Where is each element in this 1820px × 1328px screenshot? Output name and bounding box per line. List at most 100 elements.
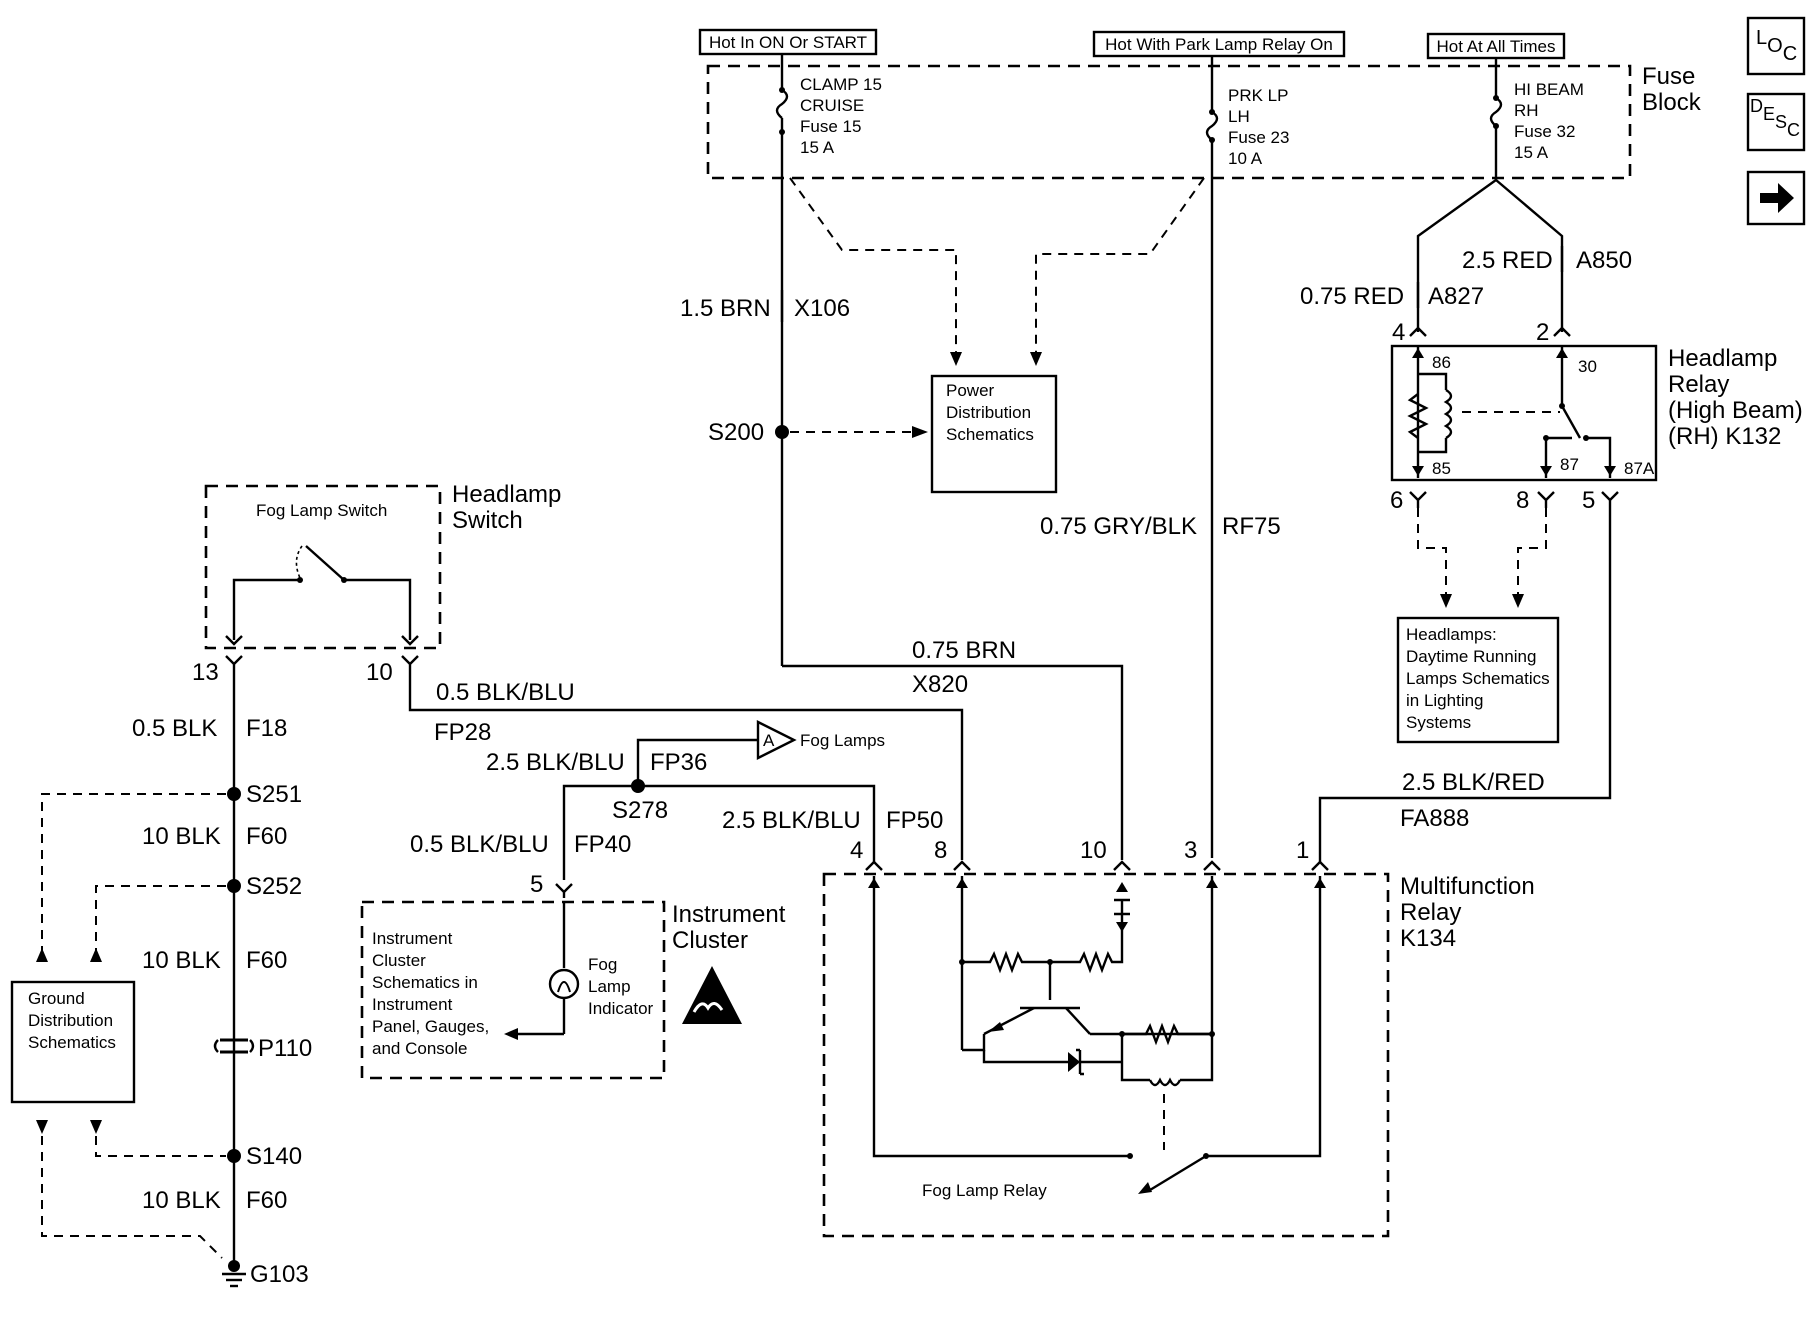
loc-icon: LOC — [1756, 27, 1797, 65]
next-button[interactable] — [1746, 170, 1806, 226]
wire-fp40-id: FP40 — [574, 831, 631, 858]
wire-a850-id: A850 — [1576, 247, 1632, 274]
header-hot-park-text: Hot With Park Lamp Relay On — [1105, 35, 1333, 54]
ic-ref-line-5: Panel, Gauges, — [372, 1017, 489, 1036]
power-distribution-line-1: Power — [946, 381, 995, 400]
k132-pin-87: 87 — [1560, 455, 1579, 474]
fuse-15-line-1: CLAMP 15 — [800, 75, 882, 94]
headlamp-relay-label-3: (High Beam) — [1668, 397, 1803, 424]
fuse-block-outline — [706, 64, 1632, 180]
fog-lamps-label: Fog Lamps — [800, 731, 885, 750]
esd-warning-icon — [682, 966, 742, 1024]
ic-ref-line-2: Cluster — [372, 951, 426, 970]
ground-distribution-line-1: Ground — [28, 989, 85, 1008]
ground-distribution-box[interactable]: Ground Distribution Schematics — [10, 980, 136, 1104]
fog-lamp-indicator — [548, 968, 580, 1000]
wire-a850-size: 2.5 RED — [1462, 247, 1553, 274]
header-hot-park: Hot With Park Lamp Relay On — [1092, 30, 1346, 58]
pin-sw-10: 10 — [366, 659, 393, 686]
pin-ic-5: 5 — [530, 871, 543, 898]
wire-fp28-id: FP28 — [434, 719, 491, 746]
connector-a-label: A — [763, 731, 775, 750]
splice-s140-label: S140 — [246, 1143, 302, 1170]
pin-k132-5: 5 — [1582, 487, 1595, 514]
fuse-23: PRK LP LH Fuse 23 10 A — [1205, 66, 1289, 168]
pin-k132-4: 4 — [1392, 319, 1405, 346]
wire-fp50-size: 2.5 BLK/BLU — [722, 807, 861, 834]
wire-fp36-id: FP36 — [650, 749, 707, 776]
pin-k134-4: 4 — [850, 837, 863, 864]
splice-s252 — [227, 879, 241, 893]
wire-a827-id: A827 — [1428, 283, 1484, 310]
multifunction-relay-label-2: Relay — [1400, 899, 1461, 926]
fog-lamp-indicator-label-2: Lamp — [588, 977, 631, 996]
splice-s200-label: S200 — [708, 419, 764, 446]
headlamps-drl-box[interactable]: Headlamps: Daytime Running Lamps Schemat… — [1396, 616, 1560, 744]
instrument-cluster-outline — [360, 900, 666, 1080]
connector-p110 — [213, 1038, 255, 1054]
wire-f60b-id: F60 — [246, 947, 287, 974]
splice-s200 — [775, 425, 789, 439]
fuse-23-line-2: LH — [1228, 107, 1250, 126]
splice-s252-label: S252 — [246, 873, 302, 900]
ground-distribution-line-3: Schematics — [28, 1033, 116, 1052]
header-hot-all: Hot At All Times — [1426, 32, 1566, 60]
instrument-cluster-ref-box[interactable]: Instrument Cluster Schematics in Instrum… — [372, 929, 489, 1058]
pin-k134-1: 1 — [1296, 837, 1309, 864]
pin-k132-2: 2 — [1536, 319, 1549, 346]
fuse-block-title-1: Fuse — [1642, 63, 1695, 90]
header-hot-on-start: Hot In ON Or START — [698, 28, 878, 56]
wire-f60b-size: 10 BLK — [142, 947, 221, 974]
headlamp-relay-label-4: (RH) K132 — [1668, 423, 1781, 450]
multifunction-relay-label-3: K134 — [1400, 925, 1456, 952]
instrument-cluster-label-1: Instrument — [672, 901, 786, 928]
ic-ref-line-3: Schematics in — [372, 973, 478, 992]
k132-pin-85: 85 — [1432, 459, 1451, 478]
headlamps-drl-line-2: Daytime Running — [1406, 647, 1536, 666]
desc-icon: DESC — [1750, 96, 1800, 140]
pin-k134-10: 10 — [1080, 837, 1107, 864]
headlamp-switch-outline — [204, 484, 442, 650]
loc-button[interactable]: LOC — [1746, 16, 1806, 76]
wire-f60c-id: F60 — [246, 1187, 287, 1214]
pin-k134-8: 8 — [934, 837, 947, 864]
wire-a827-size: 0.75 RED — [1300, 283, 1404, 310]
ic-ref-line-4: Instrument — [372, 995, 453, 1014]
splice-s140 — [227, 1149, 241, 1163]
wire-fa888-id: FA888 — [1400, 805, 1469, 832]
k132-pin-87a: 87A — [1624, 459, 1655, 478]
pin-k132-6: 6 — [1390, 487, 1403, 514]
wire-f60c-size: 10 BLK — [142, 1187, 221, 1214]
connector-a-fog-lamps[interactable]: A — [756, 720, 797, 760]
wire-x820-id: X820 — [912, 671, 968, 698]
wire-x820-size: 0.75 BRN — [912, 637, 1016, 664]
headlamp-switch-label-1: Headlamp — [452, 481, 561, 508]
power-distribution-line-3: Schematics — [946, 425, 1034, 444]
wire-f18-size: 0.5 BLK — [132, 715, 217, 742]
desc-button[interactable]: DESC — [1746, 92, 1806, 152]
fuse-15-line-3: Fuse 15 — [800, 117, 861, 136]
wire-x106-size: 1.5 BRN — [680, 295, 771, 322]
power-distribution-box[interactable]: Power Distribution Schematics — [930, 374, 1058, 494]
wire-f18-id: F18 — [246, 715, 287, 742]
multifunction-relay-label-1: Multifunction — [1400, 873, 1535, 900]
fuse-23-line-3: Fuse 23 — [1228, 128, 1289, 147]
wire-x106-id: X106 — [794, 295, 850, 322]
wire-f60a-size: 10 BLK — [142, 823, 221, 850]
headlamps-drl-line-4: in Lighting — [1406, 691, 1484, 710]
fuse-32-line-2: RH — [1514, 101, 1539, 120]
pin-k134-3: 3 — [1184, 837, 1197, 864]
transistor — [962, 962, 1122, 1052]
fog-lamp-relay-contact — [1138, 1154, 1207, 1194]
ic-ref-line-1: Instrument — [372, 929, 453, 948]
ground-distribution-line-2: Distribution — [28, 1011, 113, 1030]
fuse-23-line-4: 10 A — [1228, 149, 1263, 168]
headlamp-relay-k132: 86 85 30 87 87A — [1390, 344, 1658, 482]
headlamps-drl-line-3: Lamps Schematics — [1406, 669, 1550, 688]
power-distribution-line-2: Distribution — [946, 403, 1031, 422]
connector-p110-label: P110 — [258, 1035, 312, 1062]
wire-f60a-id: F60 — [246, 823, 287, 850]
fog-lamp-switch[interactable] — [232, 545, 412, 640]
wire-rf75-size: 0.75 GRY/BLK — [1040, 513, 1197, 540]
pin-sw-13: 13 — [192, 659, 219, 686]
